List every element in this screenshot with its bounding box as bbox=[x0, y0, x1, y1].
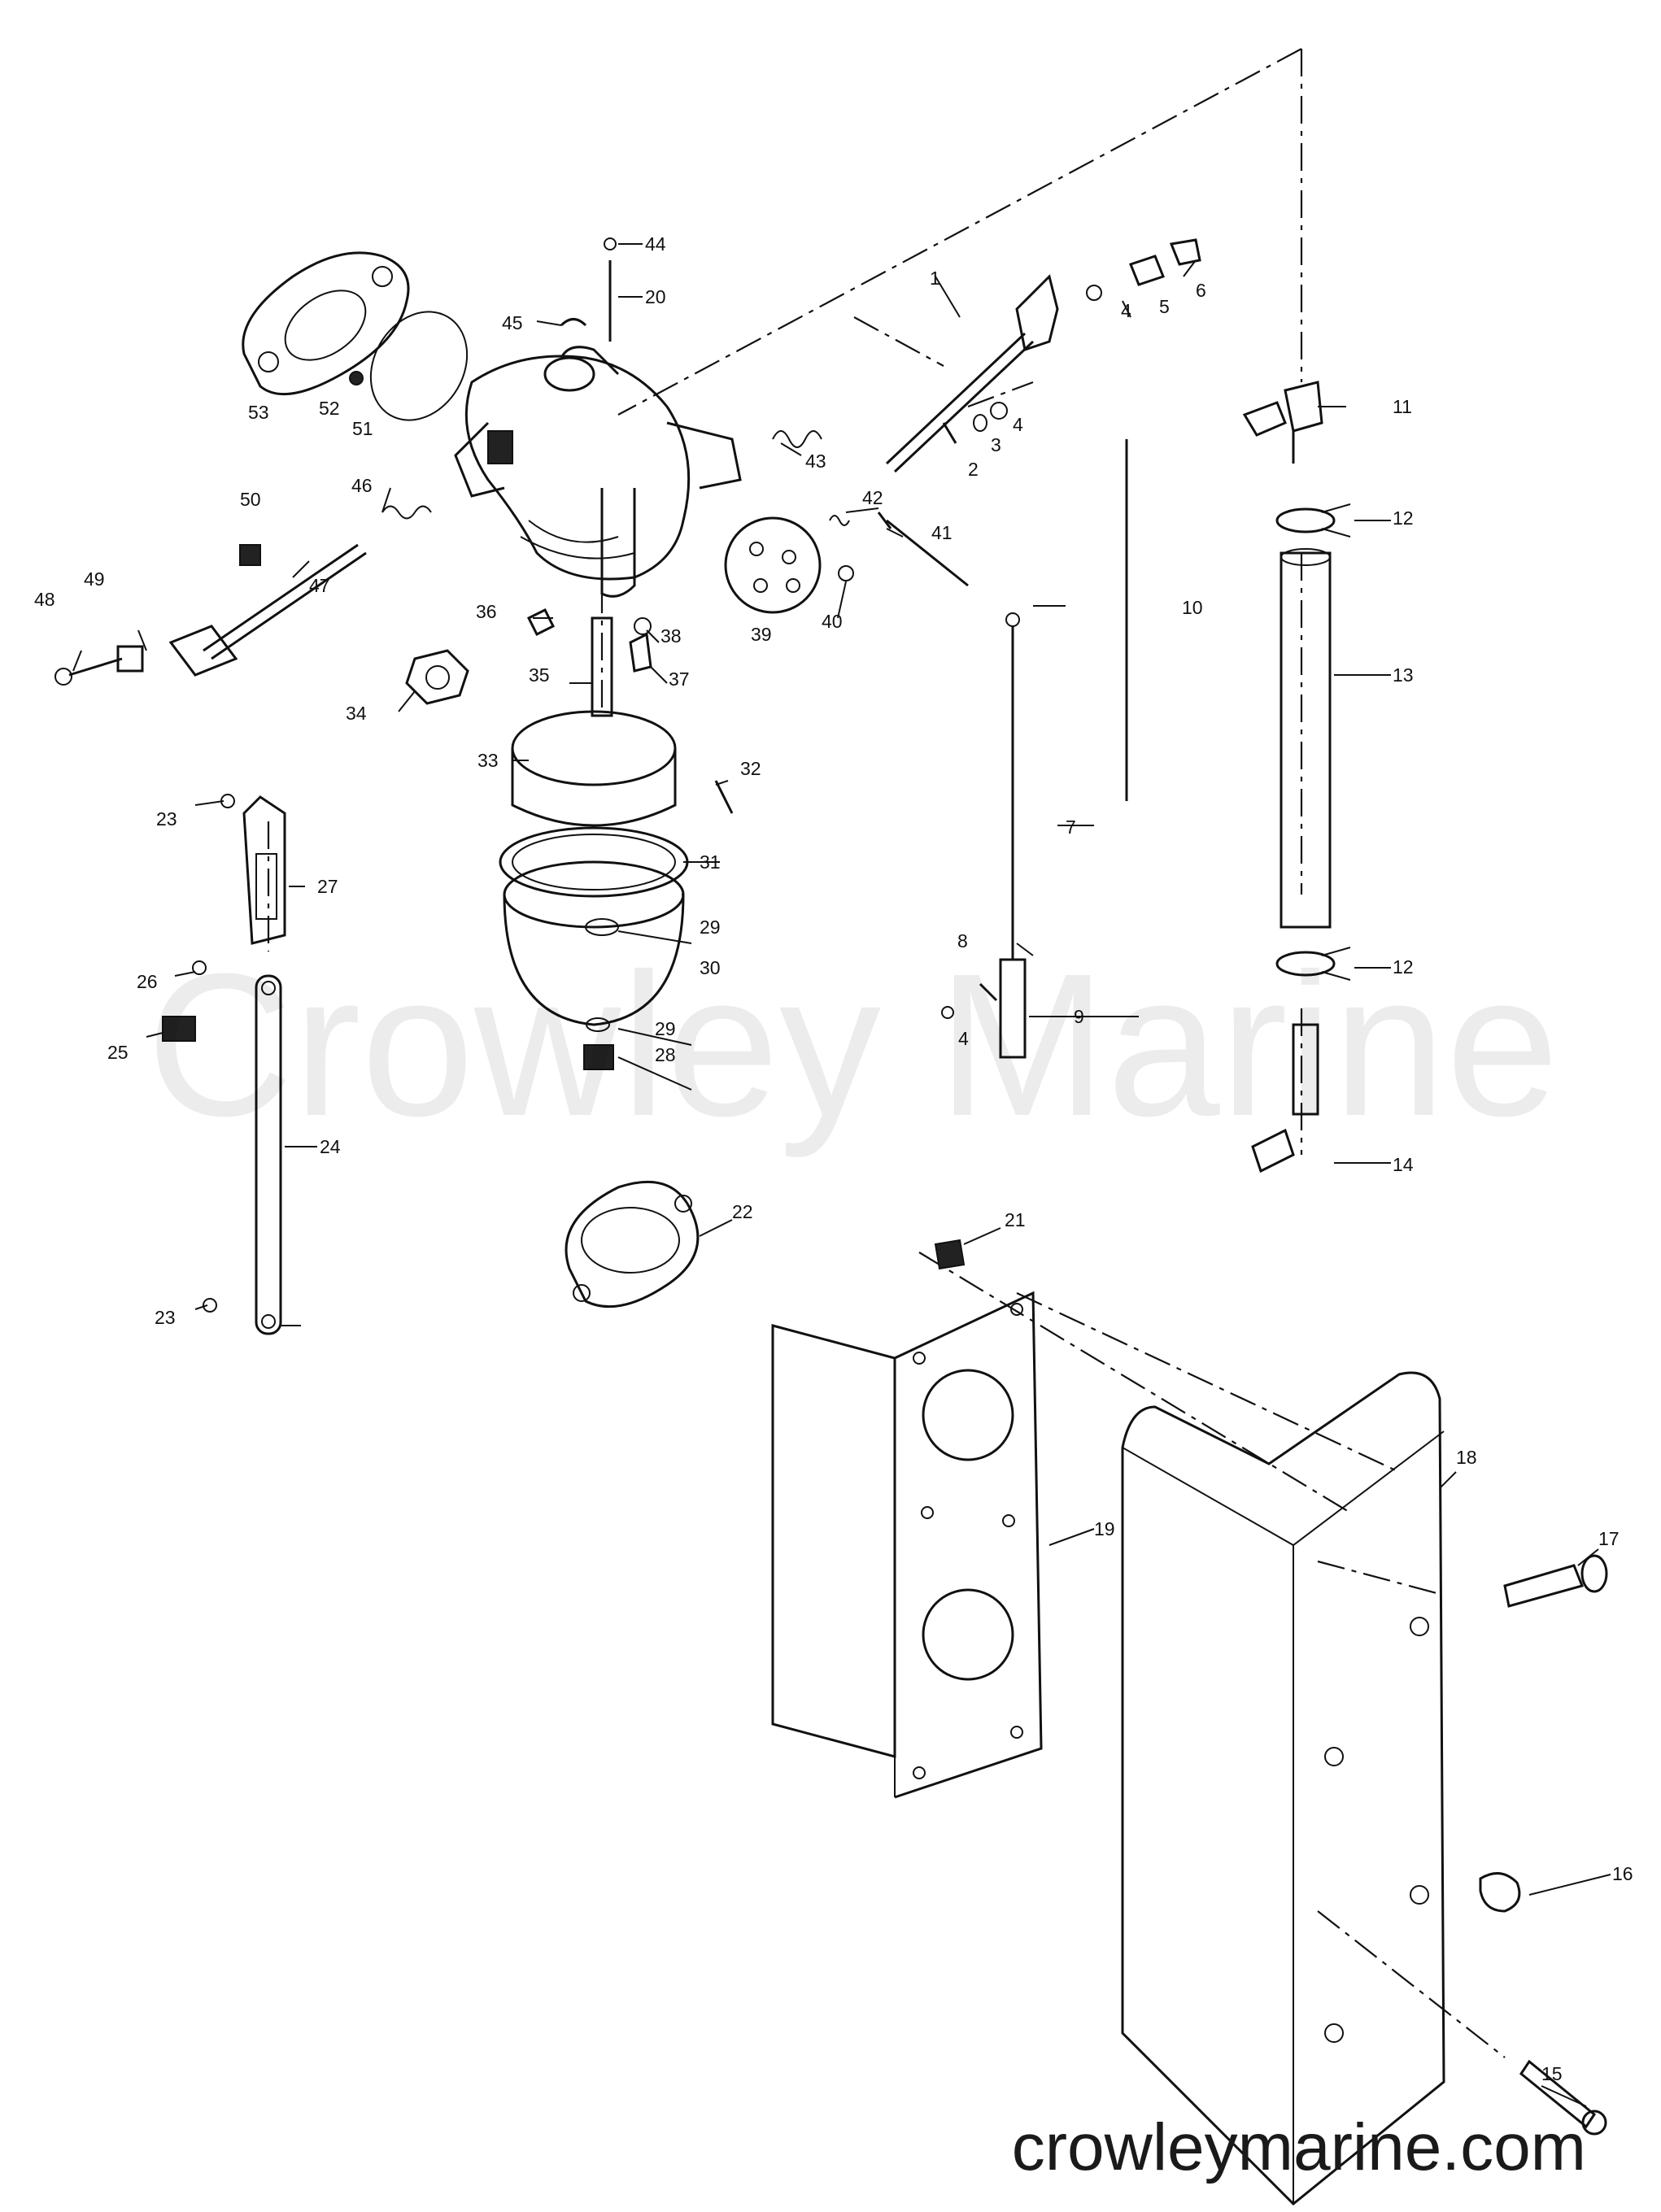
part-13-tube bbox=[1242, 381, 1351, 1173]
callout-29b: 29 bbox=[655, 1018, 676, 1039]
callout-24: 24 bbox=[320, 1136, 341, 1157]
part-43-spring bbox=[772, 430, 822, 448]
callout-49: 49 bbox=[84, 568, 105, 590]
callout-22: 22 bbox=[732, 1201, 753, 1222]
callout-23a: 23 bbox=[156, 808, 177, 830]
callout-1: 1 bbox=[930, 268, 940, 289]
callout-13: 13 bbox=[1393, 664, 1414, 686]
callout-4a: 4 bbox=[1121, 300, 1131, 321]
callout-15: 15 bbox=[1541, 2063, 1563, 2084]
carburetor-body bbox=[454, 346, 742, 598]
part-20-needle bbox=[560, 237, 617, 342]
callout-35: 35 bbox=[529, 664, 550, 686]
part-39-plate bbox=[724, 516, 854, 614]
callout-29a: 29 bbox=[700, 917, 721, 938]
part-35-stem bbox=[526, 607, 652, 717]
part-28-plug bbox=[583, 1017, 614, 1070]
callout-43: 43 bbox=[805, 451, 826, 472]
callout-9: 9 bbox=[1074, 1006, 1084, 1027]
callout-40: 40 bbox=[822, 611, 843, 632]
callout-38: 38 bbox=[660, 625, 682, 647]
callout-33: 33 bbox=[477, 750, 499, 771]
callout-14: 14 bbox=[1393, 1154, 1414, 1175]
watermark: Crowley Marine bbox=[146, 931, 1559, 1158]
callout-21: 21 bbox=[1005, 1209, 1026, 1230]
callout-11: 11 bbox=[1393, 396, 1412, 417]
callout-5: 5 bbox=[1159, 296, 1170, 317]
callout-3: 3 bbox=[991, 434, 1001, 455]
part-1-choke-shaft bbox=[885, 274, 1059, 473]
part-7-rod bbox=[941, 439, 1128, 1059]
small-hardware-top bbox=[942, 238, 1201, 444]
part-47-throttle-shaft bbox=[54, 505, 432, 686]
callout-26: 26 bbox=[137, 971, 158, 992]
part-24-lever bbox=[162, 794, 286, 1335]
callout-12a: 12 bbox=[1393, 507, 1414, 529]
callout-4b: 4 bbox=[1013, 414, 1023, 435]
alignment-lines bbox=[267, 48, 1506, 2058]
callout-42: 42 bbox=[862, 487, 883, 508]
callout-50: 50 bbox=[240, 489, 261, 510]
callout-17: 17 bbox=[1598, 1528, 1620, 1549]
part-51-plate bbox=[349, 311, 469, 421]
footer-site-name: crowleymarine.com bbox=[1011, 2110, 1586, 2184]
callout-18: 18 bbox=[1456, 1447, 1477, 1468]
callout-46: 46 bbox=[351, 475, 373, 496]
callout-7: 7 bbox=[1066, 816, 1076, 838]
callout-30: 30 bbox=[700, 957, 721, 978]
part-21-screw bbox=[934, 1239, 966, 1270]
callout-23b: 23 bbox=[155, 1307, 176, 1328]
callout-31: 31 bbox=[700, 851, 721, 873]
callout-25: 25 bbox=[107, 1042, 129, 1063]
callout-45: 45 bbox=[502, 312, 523, 333]
callout-8: 8 bbox=[957, 930, 968, 951]
callout-36: 36 bbox=[476, 601, 497, 622]
callout-19: 19 bbox=[1094, 1518, 1115, 1539]
callout-48: 48 bbox=[34, 589, 55, 610]
part-53-gasket bbox=[242, 251, 410, 396]
callout-labels: 1 2 3 4 4 4 5 6 7 8 9 10 11 12 12 13 14 … bbox=[34, 233, 1633, 2084]
callout-4c: 4 bbox=[958, 1028, 969, 1049]
part-18-cover bbox=[1121, 1371, 1608, 2206]
callout-39: 39 bbox=[751, 624, 772, 645]
callout-16: 16 bbox=[1612, 1863, 1633, 1884]
part-41-screw bbox=[829, 512, 969, 587]
callout-44: 44 bbox=[645, 233, 666, 255]
callout-53: 53 bbox=[248, 402, 269, 423]
leader-lines bbox=[72, 243, 1611, 2107]
callout-20: 20 bbox=[645, 286, 666, 307]
callout-41: 41 bbox=[931, 522, 953, 543]
part-22-gasket bbox=[565, 1180, 700, 1308]
callout-27: 27 bbox=[317, 876, 338, 897]
callout-10: 10 bbox=[1182, 597, 1203, 618]
callout-6: 6 bbox=[1196, 280, 1206, 301]
callout-12b: 12 bbox=[1393, 956, 1414, 978]
callout-34: 34 bbox=[346, 703, 367, 724]
callout-51: 51 bbox=[352, 418, 373, 439]
callout-32: 32 bbox=[740, 758, 761, 779]
callout-28: 28 bbox=[655, 1044, 676, 1065]
callout-47: 47 bbox=[309, 575, 330, 596]
part-33-float bbox=[511, 710, 734, 827]
callout-2: 2 bbox=[968, 459, 979, 480]
callout-37: 37 bbox=[669, 668, 690, 690]
part-34-nut bbox=[405, 649, 469, 705]
callout-52: 52 bbox=[319, 398, 340, 419]
part-19-plate bbox=[771, 1291, 1043, 1799]
